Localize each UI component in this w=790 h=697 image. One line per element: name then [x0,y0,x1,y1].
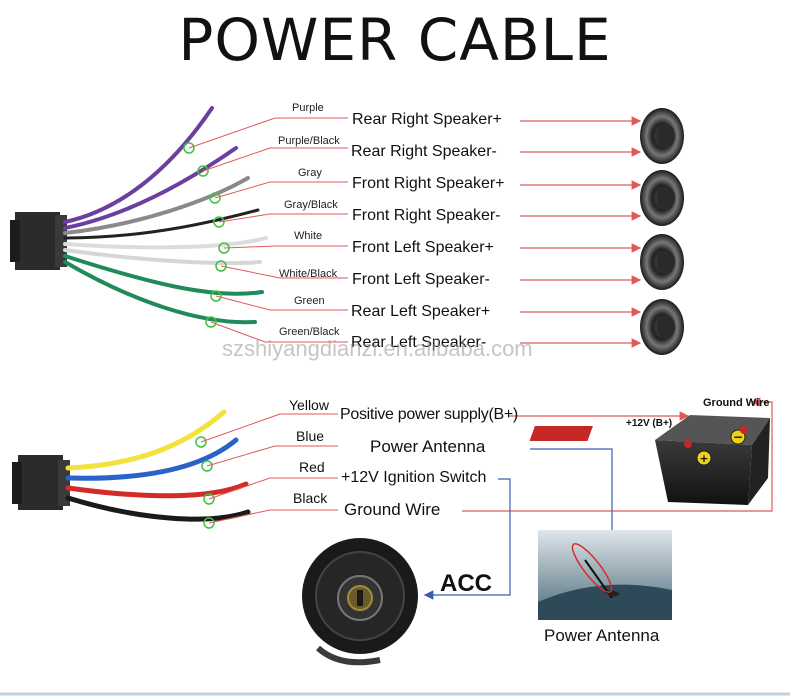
svg-text:−: − [733,430,743,444]
power-wire-markers [195,436,215,529]
battery-icon: + − [529,415,770,505]
wire-color-label: Purple/Black [278,135,340,147]
speaker-leader-lines [188,117,348,343]
power-function-label: Power Antenna [370,437,486,456]
svg-text:+: + [699,452,708,465]
speaker-icon [640,299,684,355]
wire-color-label: Gray/Black [284,199,338,211]
ignition-switch-image [302,538,418,666]
wire-color-label: Green/Black [279,326,340,338]
speaker-function-label: Front Right Speaker+ [352,175,505,192]
speaker-function-label: Rear Left Speaker- [351,334,487,351]
wire-color-label: Purple [292,102,324,114]
speaker-function-label: Front Left Speaker+ [352,239,494,256]
acc-connection [423,478,511,600]
speaker-arrows [520,116,642,348]
power-function-label: Positive power supply(B+) [340,406,518,423]
wire-color-label: Black [293,490,328,506]
acc-label: ACC [440,570,492,597]
speaker-connector [10,212,67,270]
ground-connection [462,397,773,512]
wire-color-label: Gray [298,167,322,179]
wire-color-label: Red [299,459,325,475]
speaker-function-label: Front Right Speaker- [352,207,501,224]
wire-color-label: White/Black [279,268,338,280]
speaker-icon [640,108,684,164]
page-title: POWER CABLE [178,6,612,74]
wire-color-label: Blue [296,428,325,444]
speaker-function-label: Rear Right Speaker+ [352,111,502,128]
battery-ground-label: Ground Wire [703,397,770,409]
speaker-function-label: Front Left Speaker- [352,271,490,288]
power-connector [12,455,70,510]
power-wires [65,409,251,522]
wire-color-label: White [294,230,323,242]
speaker-icon [640,170,684,226]
wire-color-label: Yellow [289,397,329,413]
speaker-wire-markers [183,142,230,328]
speaker-wires [63,106,268,325]
battery-voltage-label: +12V (B+) [626,418,673,429]
speaker-icon [640,234,684,290]
power-antenna-image [538,530,672,620]
power-function-label: Ground Wire [344,500,441,519]
speaker-function-label: Rear Left Speaker+ [351,303,491,320]
watermark: szshiyangdianzi.en.alibaba.com [222,336,533,361]
wire-color-label: Green [294,295,325,307]
power-function-label: +12V Ignition Switch [341,469,487,486]
power-leader-lines [200,413,338,524]
speaker-function-label: Rear Right Speaker- [351,143,497,160]
antenna-caption: Power Antenna [544,626,660,645]
